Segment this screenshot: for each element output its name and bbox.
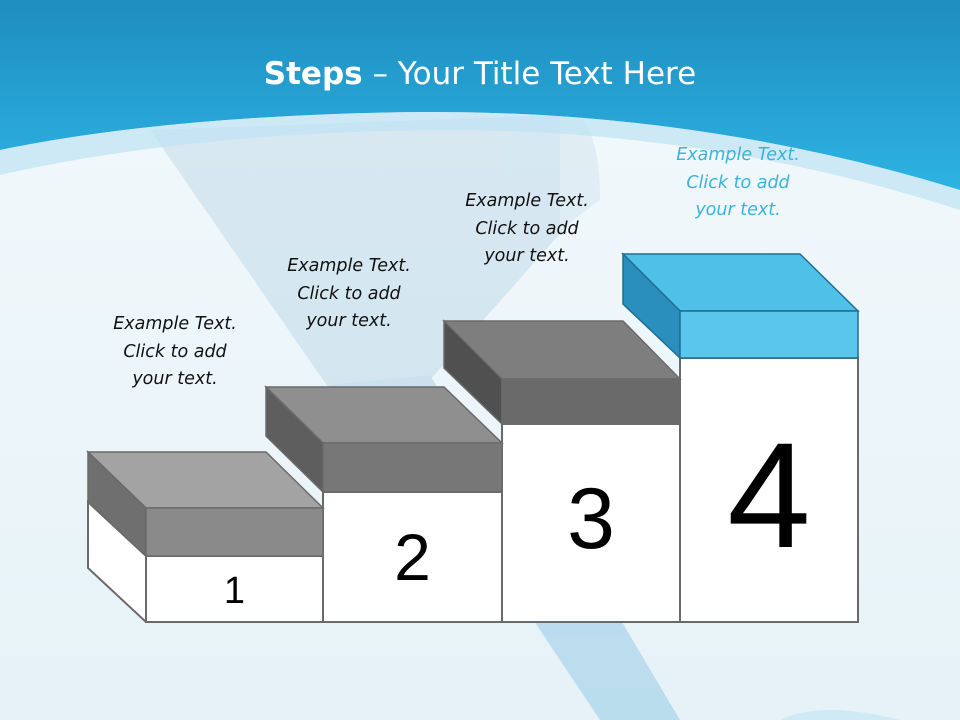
step-4-column	[679, 357, 859, 623]
step-2-caption[interactable]: Example Text. Click to add your text.	[264, 253, 434, 336]
title-rest: – Your Title Text Here	[362, 56, 697, 92]
slide-title: Steps – Your Title Text Here	[0, 56, 960, 92]
step-2-line-1: Example Text.	[287, 256, 411, 276]
step-3-line-1: Example Text.	[465, 191, 589, 211]
step-2-column	[322, 491, 503, 623]
title-bold: Steps	[263, 56, 363, 92]
step-2-block	[264, 385, 504, 494]
step-3-line-3: your text.	[484, 246, 570, 266]
step-1-line-1: Example Text.	[113, 314, 237, 334]
step-1-line-2: Click to add	[123, 341, 227, 362]
step-2-number: 2	[394, 520, 431, 594]
step-4-line-2: Click to add	[686, 172, 790, 193]
step-4-number: 4	[727, 411, 811, 579]
step-1-number: 1	[223, 570, 246, 612]
step-3-caption[interactable]: Example Text. Click to add your text.	[442, 188, 612, 271]
step-4-line-1: Example Text.	[676, 145, 800, 165]
step-1-line-3: your text.	[132, 369, 218, 389]
step-3-column	[501, 423, 681, 623]
step-1-caption[interactable]: Example Text. Click to add your text.	[90, 311, 260, 394]
step-3-number: 3	[567, 471, 615, 567]
step-4-block	[621, 252, 860, 360]
step-1-block	[86, 450, 325, 558]
step-2-line-2: Click to add	[297, 283, 401, 304]
step-4-line-3: your text.	[695, 200, 781, 220]
step-4-caption[interactable]: Example Text. Click to add your text.	[653, 142, 823, 225]
step-3-block	[442, 319, 682, 426]
step-2-line-3: your text.	[306, 311, 392, 331]
step-3-line-2: Click to add	[475, 218, 579, 239]
